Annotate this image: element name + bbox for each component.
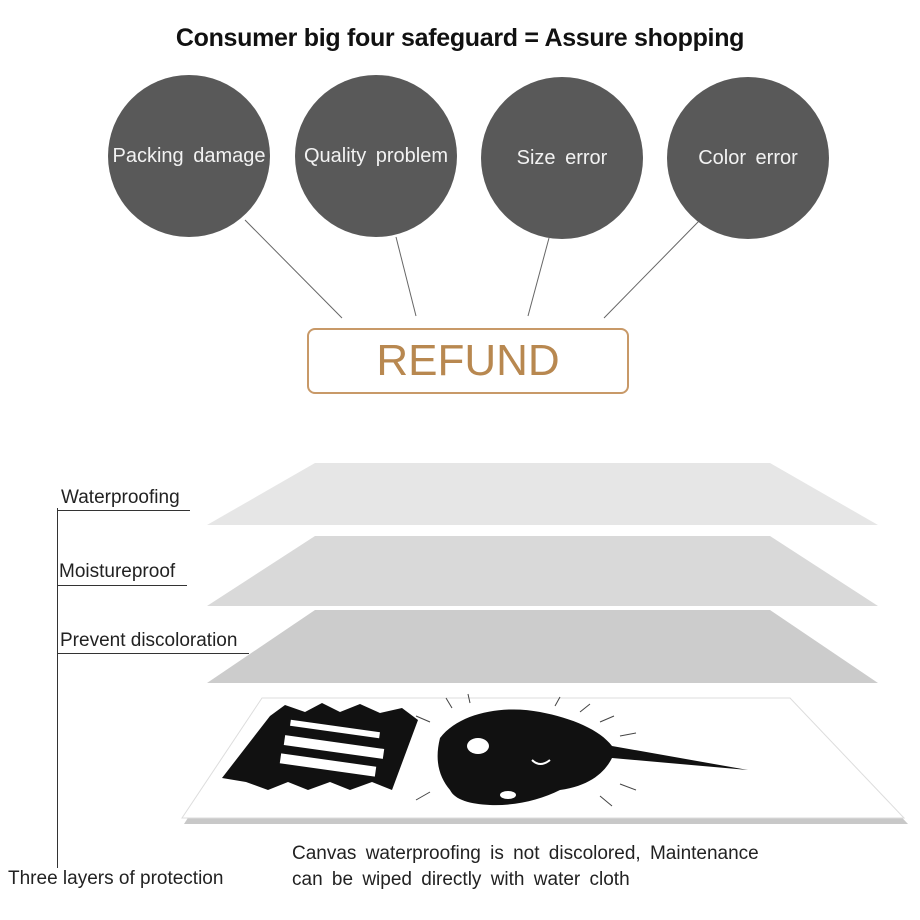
artwork-banner-lettering	[279, 719, 385, 777]
caption-line-1: Canvas waterproofing is not discolored, …	[292, 843, 759, 864]
layer-label-underline	[57, 585, 187, 586]
page-title: Consumer big four safeguard = Assure sho…	[175, 24, 745, 52]
layer-label-moistureproof: Moistureproof	[59, 561, 176, 582]
circle-label: Packing damage	[112, 144, 266, 167]
artwork-rays	[415, 693, 637, 807]
safeguard-circle-color-error: Color error	[667, 77, 829, 239]
layer-label-underline	[57, 510, 190, 511]
refund-label: REFUND	[376, 336, 560, 385]
caption-line-2: can be wiped directly with water cloth	[292, 869, 630, 890]
canvas-artwork	[222, 703, 748, 806]
refund-box: REFUND	[307, 328, 629, 394]
layer-waterproofing	[207, 463, 878, 525]
layer-prevent-discoloration	[207, 610, 878, 683]
safeguard-circle-quality-problem: Quality problem	[295, 75, 457, 237]
protection-bracket-line	[57, 508, 58, 868]
layer-moistureproof	[207, 536, 878, 606]
layer-label-prevent-discoloration: Prevent discoloration	[60, 630, 238, 651]
safeguard-circle-size-error: Size error	[481, 77, 643, 239]
safeguard-circle-packing-damage: Packing damage	[108, 75, 270, 237]
circle-label: Size error	[516, 146, 608, 169]
canvas-caption: Canvas waterproofing is not discolored, …	[292, 841, 759, 893]
circle-label: Color error	[698, 146, 798, 169]
three-layers-label: Three layers of protection	[8, 868, 224, 889]
circle-label: Quality problem	[303, 144, 449, 167]
layer-label-underline	[57, 653, 249, 654]
layer-label-waterproofing: Waterproofing	[61, 487, 180, 508]
